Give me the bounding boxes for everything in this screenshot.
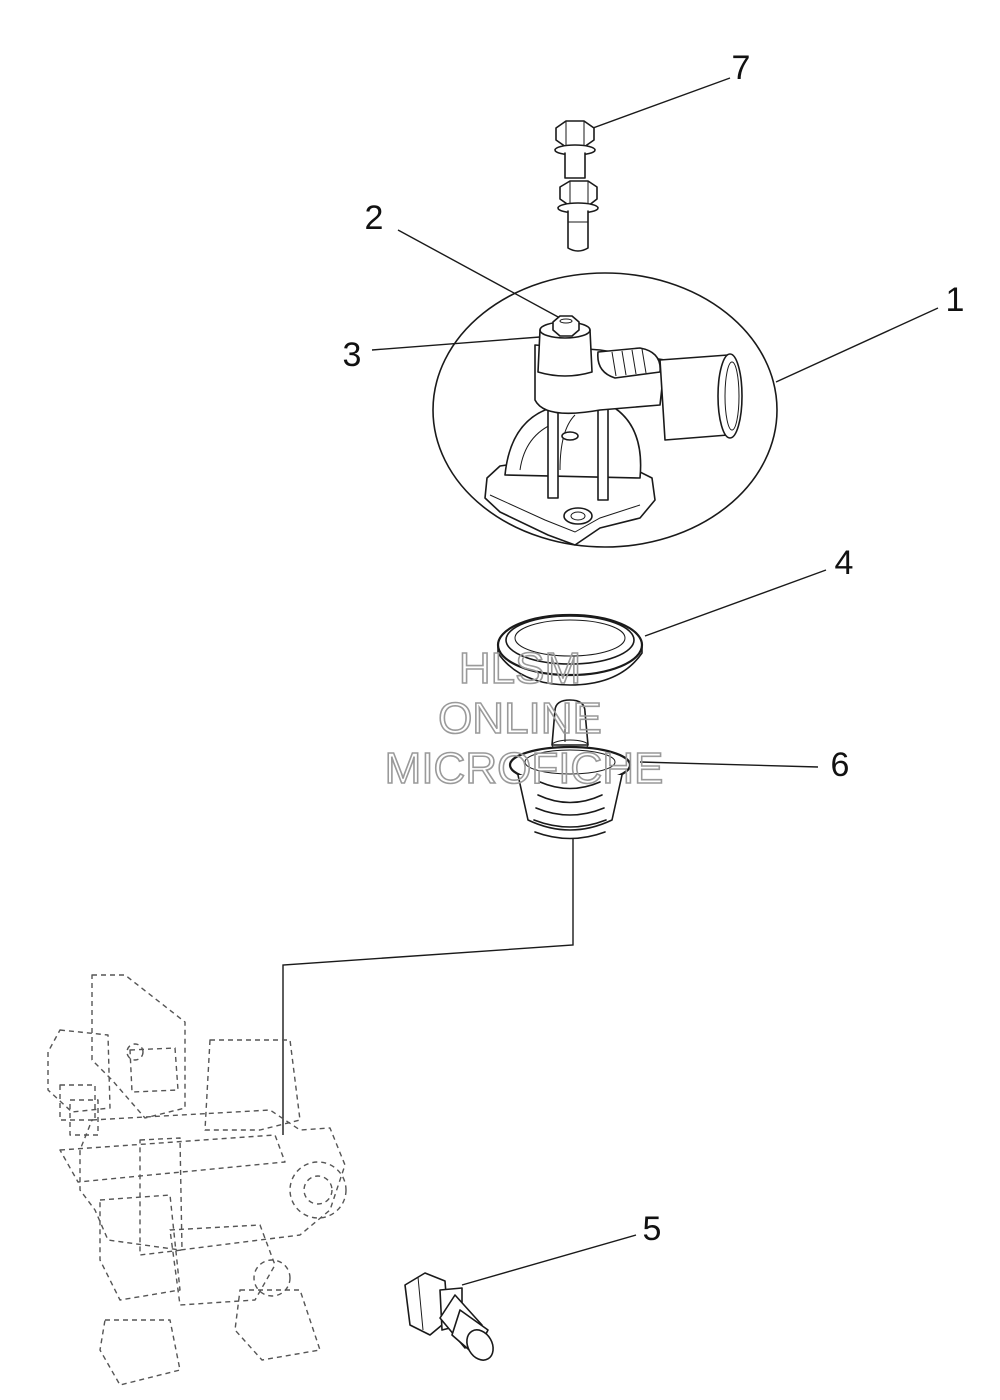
callout-3: 3 [343, 336, 362, 374]
watermark-line-1: HLSM [459, 644, 581, 693]
thermostat-housing-part-1 [432, 272, 778, 548]
leader-7 [581, 77, 731, 133]
callout-2: 2 [365, 199, 384, 237]
assembly-guide-line [282, 838, 574, 1135]
watermark-line-2: ONLINE [438, 694, 602, 743]
watermark: HLSM ONLINE MICROFICHE [384, 643, 664, 794]
leader-4 [644, 569, 827, 637]
watermark-line-3: MICROFICHE [385, 744, 664, 793]
leader-3 [371, 336, 541, 351]
bolt-part-7 [554, 120, 599, 252]
hose-fitting-part-5 [404, 1272, 494, 1361]
callout-7: 7 [732, 49, 751, 87]
leader-1 [775, 307, 939, 383]
callout-6: 6 [831, 746, 850, 784]
callout-1: 1 [946, 281, 965, 319]
engine-block-reference [47, 974, 347, 1386]
callout-5: 5 [643, 1210, 662, 1248]
thermostat-part-6 [508, 699, 632, 840]
leader-2 [397, 229, 561, 319]
leader-6 [639, 761, 819, 768]
leader-lines [282, 77, 939, 1286]
callout-4: 4 [835, 544, 854, 582]
seal-ring-part-4 [496, 613, 644, 686]
leader-5 [461, 1234, 637, 1286]
callout-labels: 7 2 1 3 4 6 5 [343, 49, 965, 1248]
